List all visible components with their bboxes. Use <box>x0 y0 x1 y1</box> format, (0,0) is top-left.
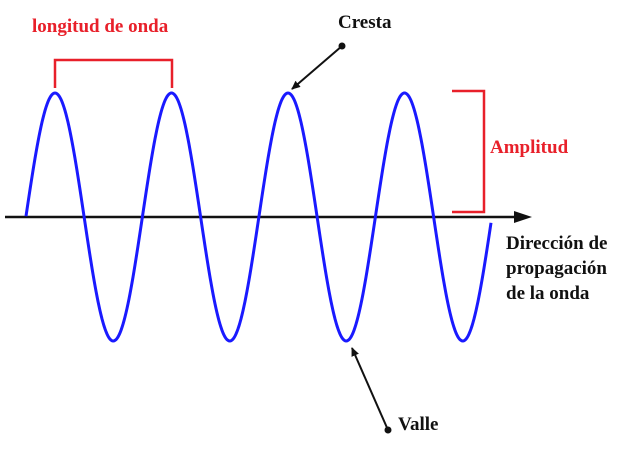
wave-curve <box>24 91 493 343</box>
trough-pointer-dot <box>384 426 392 434</box>
direction-label-line-2: propagación <box>506 258 607 279</box>
wavelength-bracket <box>53 58 174 88</box>
trough-pointer <box>351 347 389 431</box>
crest-pointer-dot <box>338 42 346 50</box>
trough-label: Valle <box>398 414 438 435</box>
crest-label: Cresta <box>338 12 392 33</box>
amplitude-label: Amplitud <box>490 137 569 158</box>
direction-label-line-3: de la onda <box>506 283 590 304</box>
direction-label-line-1: Dirección de <box>506 233 608 254</box>
wavelength-label: longitud de onda <box>32 16 169 37</box>
propagation-arrowhead <box>514 211 532 223</box>
amplitude-bracket <box>452 89 486 214</box>
crest-pointer <box>291 45 343 90</box>
